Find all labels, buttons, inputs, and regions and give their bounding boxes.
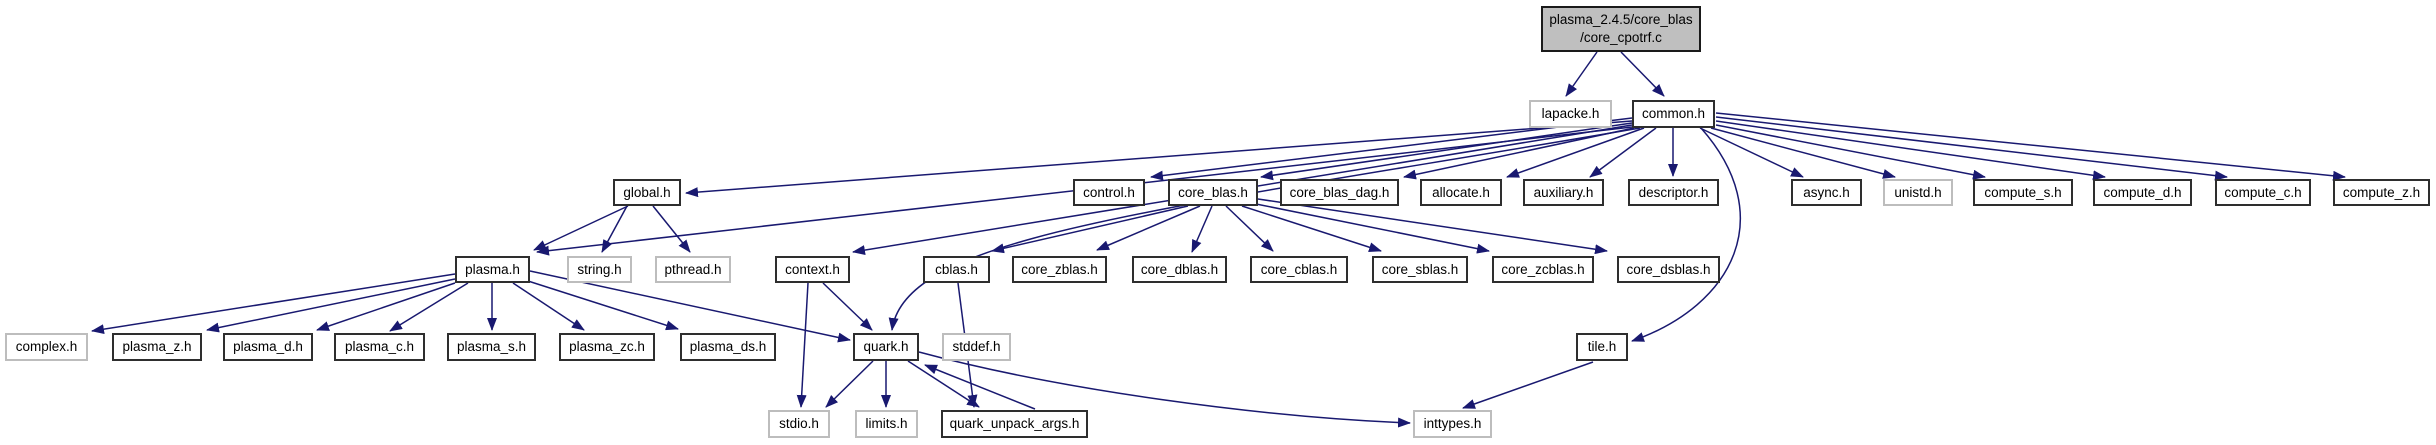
node-core-zblas[interactable]: core_zblas.h xyxy=(1012,256,1107,283)
edge-global-to-pthread xyxy=(652,205,691,253)
edge-common-to-core-blas xyxy=(1260,122,1633,181)
node-plasma-c[interactable]: plasma_c.h xyxy=(334,333,425,361)
node-pthread: pthread.h xyxy=(655,256,731,283)
edge-context-to-quark xyxy=(822,282,873,331)
edge-core-blas-to-core-dblas xyxy=(1191,205,1213,253)
edge-common-to-allocate xyxy=(1506,127,1645,178)
node-auxiliary[interactable]: auxiliary.h xyxy=(1523,179,1604,206)
edge-plasma-to-plasma-zc xyxy=(512,282,585,331)
edge-common-to-compute-z xyxy=(1715,112,2346,181)
edge-global-to-plasma xyxy=(533,205,629,251)
node-plasma-z[interactable]: plasma_z.h xyxy=(112,333,202,361)
edge-root-to-lapacke xyxy=(1565,51,1598,97)
edge-quark-to-inttypes xyxy=(918,351,1411,428)
edge-common-to-auxiliary xyxy=(1589,127,1657,178)
edge-core-blas-to-core-zcblas xyxy=(1255,203,1490,254)
node-common[interactable]: common.h xyxy=(1632,100,1715,128)
node-lapacke: lapacke.h xyxy=(1529,100,1612,128)
edge-core-blas-to-core-dsblas xyxy=(1257,198,1608,255)
edge-common-to-quark xyxy=(888,127,1641,331)
node-core-sblas[interactable]: core_sblas.h xyxy=(1372,256,1468,283)
node-plasma-ds[interactable]: plasma_ds.h xyxy=(680,333,776,361)
edge-core-blas-to-core-sblas xyxy=(1241,205,1382,253)
node-async[interactable]: async.h xyxy=(1791,179,1862,206)
node-plasma-zc[interactable]: plasma_zc.h xyxy=(559,333,655,361)
node-stddef: stddef.h xyxy=(942,333,1011,361)
edge-common-to-unistd xyxy=(1710,127,1896,179)
node-core-dblas[interactable]: core_dblas.h xyxy=(1132,256,1227,283)
edge-core-blas-to-cblas xyxy=(991,205,1189,254)
node-core-blas[interactable]: core_blas.h xyxy=(1168,179,1258,206)
node-limits: limits.h xyxy=(855,410,918,438)
node-allocate[interactable]: allocate.h xyxy=(1420,179,1502,206)
edge-quark-to-quark-unpack-args xyxy=(907,360,980,408)
edge-context-to-stdio xyxy=(796,282,809,408)
edge-quark-to-stdio xyxy=(825,360,874,408)
edge-plasma-to-plasma-c xyxy=(389,282,469,332)
edge-global-to-string xyxy=(601,205,628,253)
edge-common-to-compute-s xyxy=(1715,124,1986,180)
edge-quark-unpack-args-to-quark xyxy=(924,364,1036,410)
edge-core-blas-to-core-cblas xyxy=(1225,205,1274,252)
node-descriptor[interactable]: descriptor.h xyxy=(1628,179,1719,206)
node-tile[interactable]: tile.h xyxy=(1576,333,1628,361)
node-context[interactable]: context.h xyxy=(775,256,850,283)
node-plasma-d[interactable]: plasma_d.h xyxy=(223,333,313,361)
edge-plasma-to-plasma-ds xyxy=(527,280,679,331)
edge-core-blas-to-core-zblas xyxy=(1096,205,1201,251)
node-compute-c[interactable]: compute_c.h xyxy=(2215,179,2311,206)
node-cblas[interactable]: cblas.h xyxy=(923,256,990,283)
edge-root-to-common xyxy=(1620,51,1665,97)
edge-common-to-async xyxy=(1699,127,1804,178)
node-quark-unpack-args[interactable]: quark_unpack_args.h xyxy=(941,410,1088,438)
node-complex: complex.h xyxy=(5,333,88,361)
edge-common-to-tile xyxy=(1631,127,1741,342)
node-core-cblas[interactable]: core_cblas.h xyxy=(1250,256,1348,283)
node-control[interactable]: control.h xyxy=(1073,179,1145,206)
node-plasma-s[interactable]: plasma_s.h xyxy=(447,333,536,361)
node-stdio: stdio.h xyxy=(768,410,830,438)
edge-tile-to-inttypes xyxy=(1462,361,1594,409)
node-quark[interactable]: quark.h xyxy=(853,333,919,361)
node-core-blas-dag[interactable]: core_blas_dag.h xyxy=(1280,179,1399,206)
edge-plasma-to-complex xyxy=(91,273,456,335)
edge-common-to-global xyxy=(685,120,1633,198)
node-global[interactable]: global.h xyxy=(613,179,681,206)
edge-plasma-to-plasma-z xyxy=(206,278,456,333)
node-compute-z[interactable]: compute_z.h xyxy=(2333,179,2430,206)
node-plasma[interactable]: plasma.h xyxy=(455,256,530,283)
node-unistd: unistd.h xyxy=(1883,179,1953,206)
node-compute-d[interactable]: compute_d.h xyxy=(2093,179,2192,206)
edge-plasma-to-plasma-d xyxy=(316,282,456,331)
node-compute-s[interactable]: compute_s.h xyxy=(1973,179,2073,206)
edge-common-to-compute-c xyxy=(1715,116,2228,181)
node-core-zcblas[interactable]: core_zcblas.h xyxy=(1492,256,1594,283)
edge-common-to-compute-d xyxy=(1715,120,2106,181)
node-string: string.h xyxy=(567,256,632,283)
node-core-dsblas[interactable]: core_dsblas.h xyxy=(1617,256,1720,283)
node-inttypes: inttypes.h xyxy=(1413,410,1492,438)
graph-root-node: plasma_2.4.5/core_blas /core_cpotrf.c xyxy=(1541,6,1701,52)
